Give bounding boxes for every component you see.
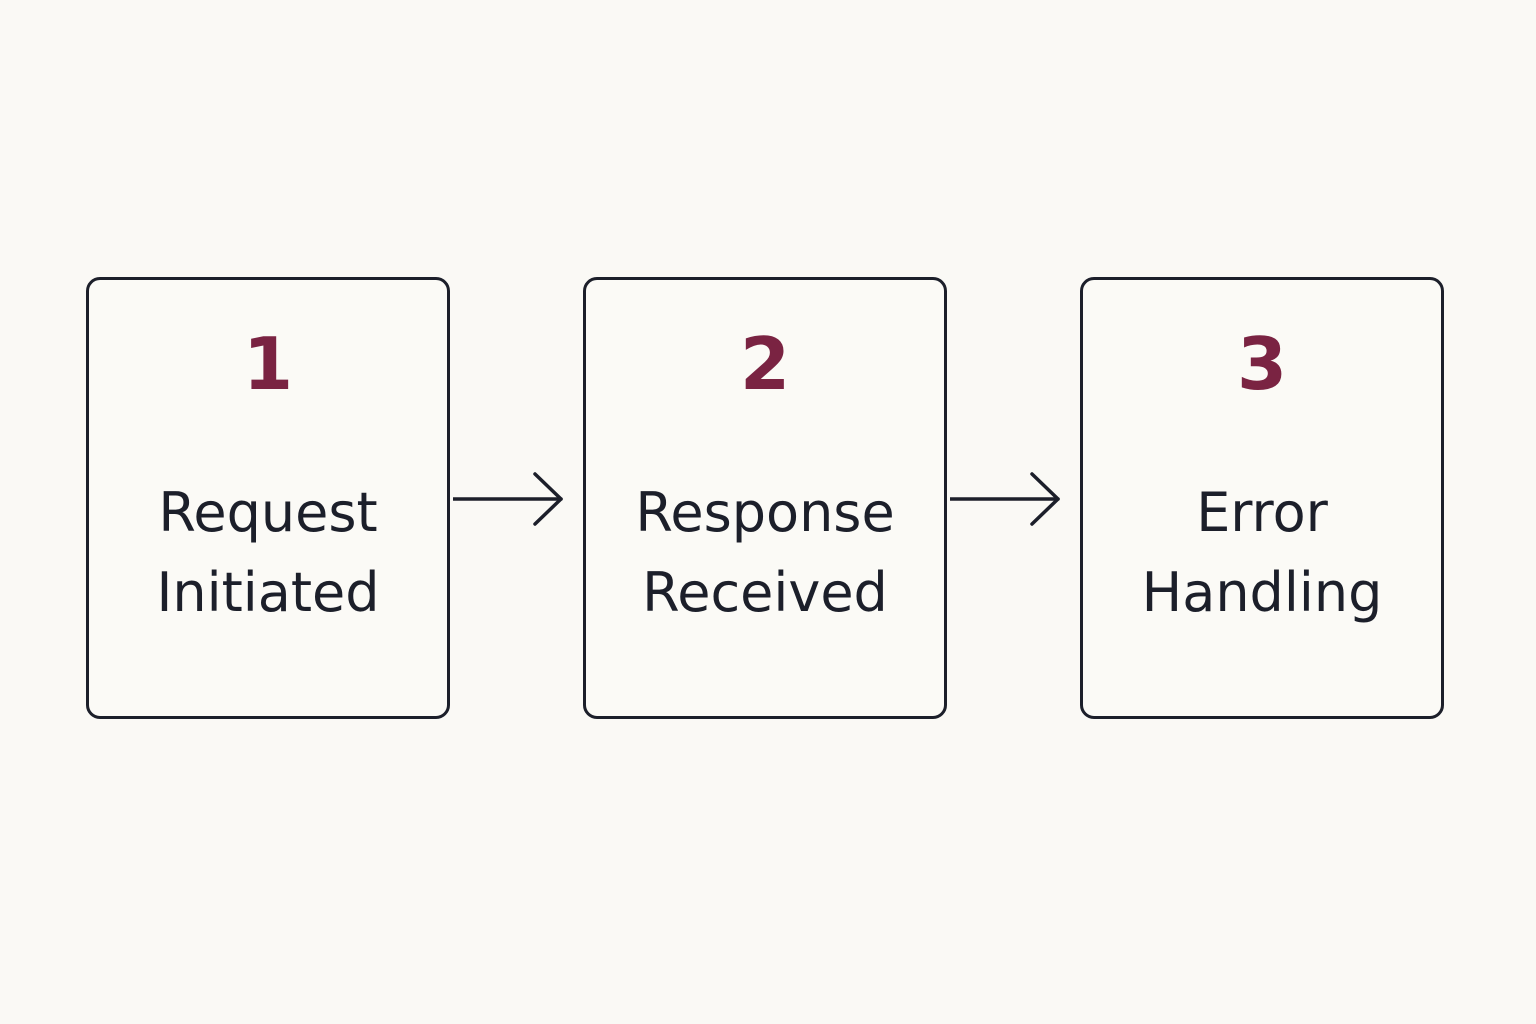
step-label-line: Received <box>642 561 888 624</box>
step-label-line: Request <box>158 481 378 544</box>
step-label: Response Received <box>586 473 944 633</box>
step-label-line: Handling <box>1141 561 1383 624</box>
step-number: 3 <box>1236 322 1288 406</box>
step-number: 1 <box>242 322 294 406</box>
step-label: Error Handling <box>1083 473 1441 633</box>
step-box-error-handling: 3 Error Handling <box>1080 277 1444 719</box>
step-label-line: Initiated <box>156 561 380 624</box>
step-label-line: Error <box>1196 481 1328 544</box>
step-box-response-received: 2 Response Received <box>583 277 947 719</box>
step-label-line: Response <box>635 481 895 544</box>
arrow-right-icon <box>453 470 565 530</box>
arrow-right-icon <box>950 470 1062 530</box>
step-number: 2 <box>739 322 791 406</box>
step-box-request-initiated: 1 Request Initiated <box>86 277 450 719</box>
step-label: Request Initiated <box>89 473 447 633</box>
